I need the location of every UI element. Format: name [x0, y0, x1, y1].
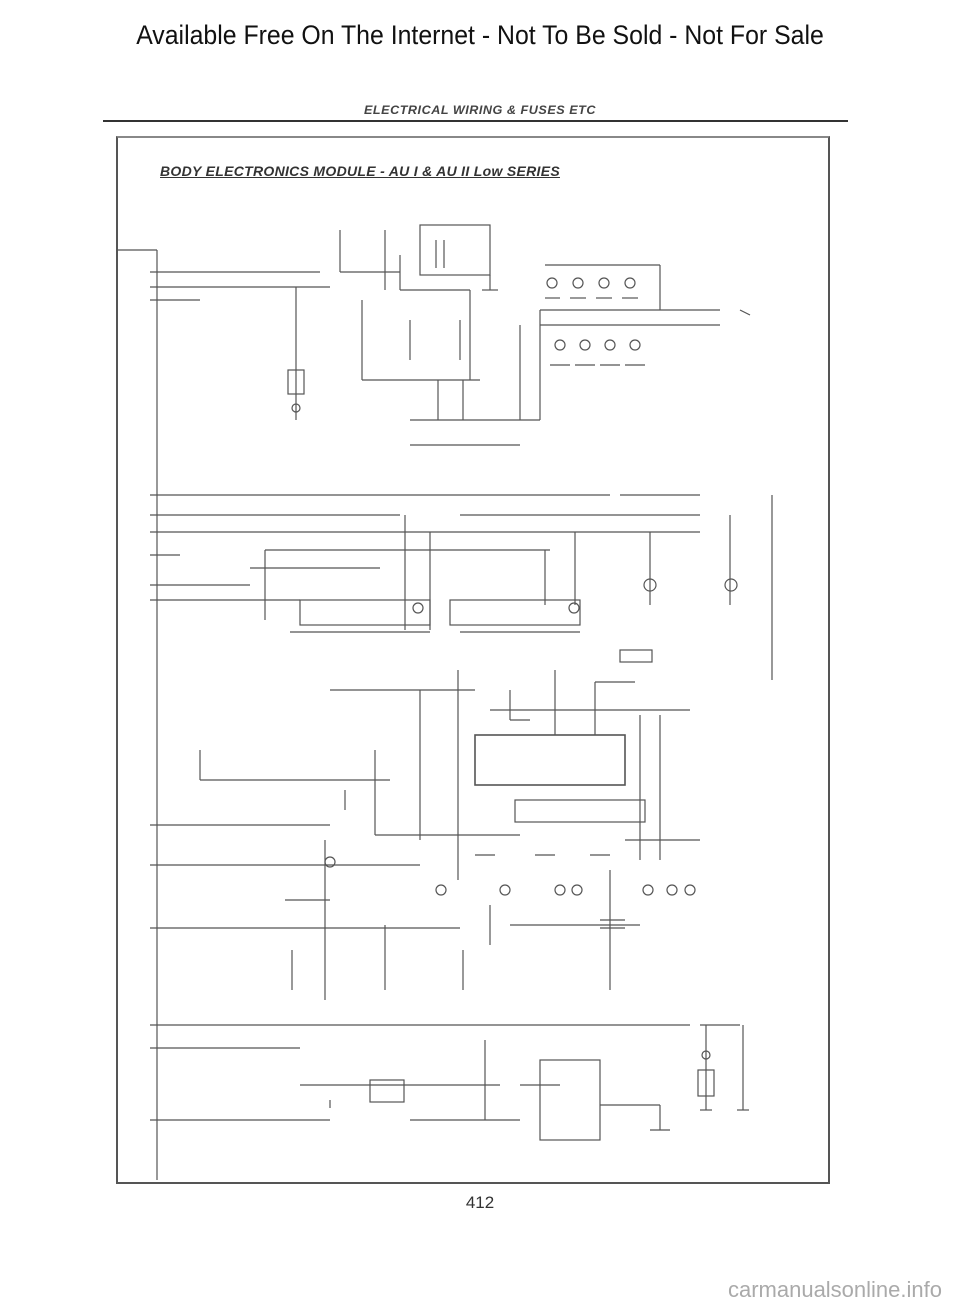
power-window-module-right — [449, 599, 581, 626]
diagram-frame — [116, 136, 830, 1184]
body-electronics-module — [474, 734, 626, 786]
lower-control-unit — [539, 1059, 601, 1141]
power-window-module-left — [299, 599, 431, 626]
header-rule — [103, 120, 848, 122]
remote-entry-module — [514, 799, 646, 823]
section-header: ELECTRICAL WIRING & FUSES ETC — [363, 103, 596, 117]
page-banner: Available Free On The Internet - Not To … — [136, 20, 824, 50]
relay-box — [287, 369, 305, 395]
page-number: 412 — [465, 1193, 495, 1212]
diagram-title: BODY ELECTRONICS MODULE - AU I & AU II L… — [160, 163, 560, 179]
interior-lamp-relay — [369, 1079, 405, 1103]
site-watermark: carmanualsonline.info — [727, 1277, 942, 1302]
